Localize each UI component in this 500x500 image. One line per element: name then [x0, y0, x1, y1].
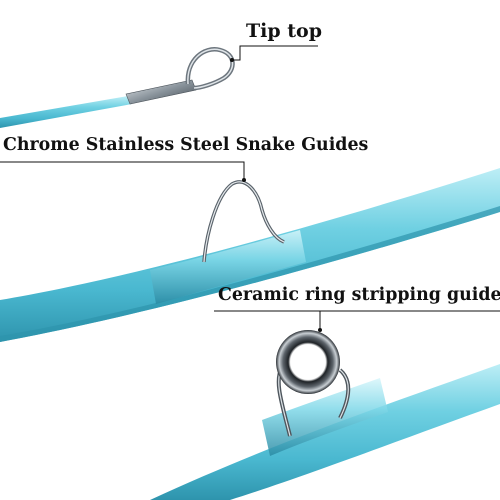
tip-top-loop	[185, 47, 235, 91]
snake-guides-callout-line	[0, 161, 246, 182]
tip-top-section	[0, 47, 235, 128]
tip-top-callout-line	[230, 45, 318, 62]
stripping-guides-label: Ceramic ring stripping guides	[218, 285, 500, 305]
snake-guides-label: Chrome Stainless Steel Snake Guides	[3, 135, 369, 155]
tip-top-loop-highlight	[187, 48, 234, 89]
tip-top-label: Tip top	[246, 20, 322, 42]
rod-tip-blank	[0, 96, 132, 128]
tip-top-tube	[125, 79, 197, 105]
snake-guide-wrap	[150, 230, 306, 304]
snake-guide-section	[0, 168, 500, 342]
stripping-guide-section	[150, 330, 500, 500]
stripping-guides-callout-line	[214, 310, 500, 332]
stripping-guide-wrap	[262, 378, 388, 456]
ceramic-ring-opening	[291, 345, 325, 379]
